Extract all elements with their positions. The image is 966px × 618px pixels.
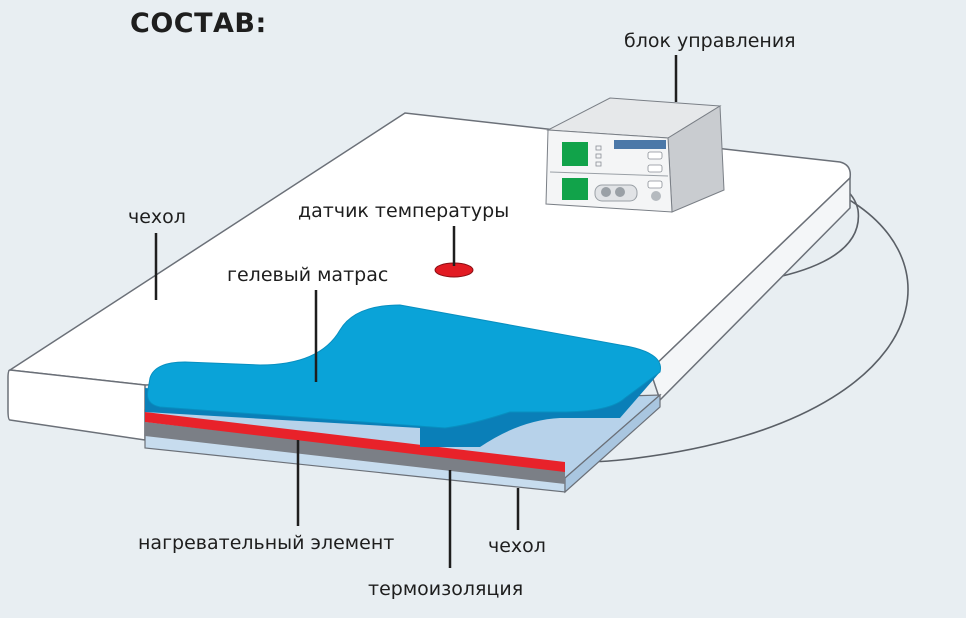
knob-left [601,187,611,197]
side-button-1 [647,151,663,160]
panel-divider [549,171,669,177]
label-thermal-insulation: термоизоляция [368,578,524,600]
display-top [562,142,588,166]
cover-front-face [7,369,146,441]
label-control-unit: блок управления [624,30,796,52]
power-button [651,191,661,201]
cover-bottom-side [564,393,661,494]
page-title: СОСТАВ: [130,8,267,39]
cover-side-face [649,176,851,402]
gel-mattress-top [147,304,661,429]
thermal-insulation-layer [145,422,565,484]
control-unit [545,97,725,213]
display-bottom [562,178,588,200]
heating-element-layer [145,412,565,472]
control-unit-header [614,140,666,149]
label-temp-sensor: датчик температуры [298,200,510,222]
knob-right [615,187,625,197]
label-cover-bottom: чехол [488,535,546,557]
side-button-2 [647,164,663,173]
label-cover-top: чехол [128,206,186,228]
indicator-2 [595,153,602,159]
label-heating-element: нагревательный элемент [138,532,395,554]
indicator-1 [595,145,602,151]
side-button-3 [647,180,663,189]
label-gel-mattress: гелевый матрас [227,264,389,286]
indicator-3 [595,161,602,167]
